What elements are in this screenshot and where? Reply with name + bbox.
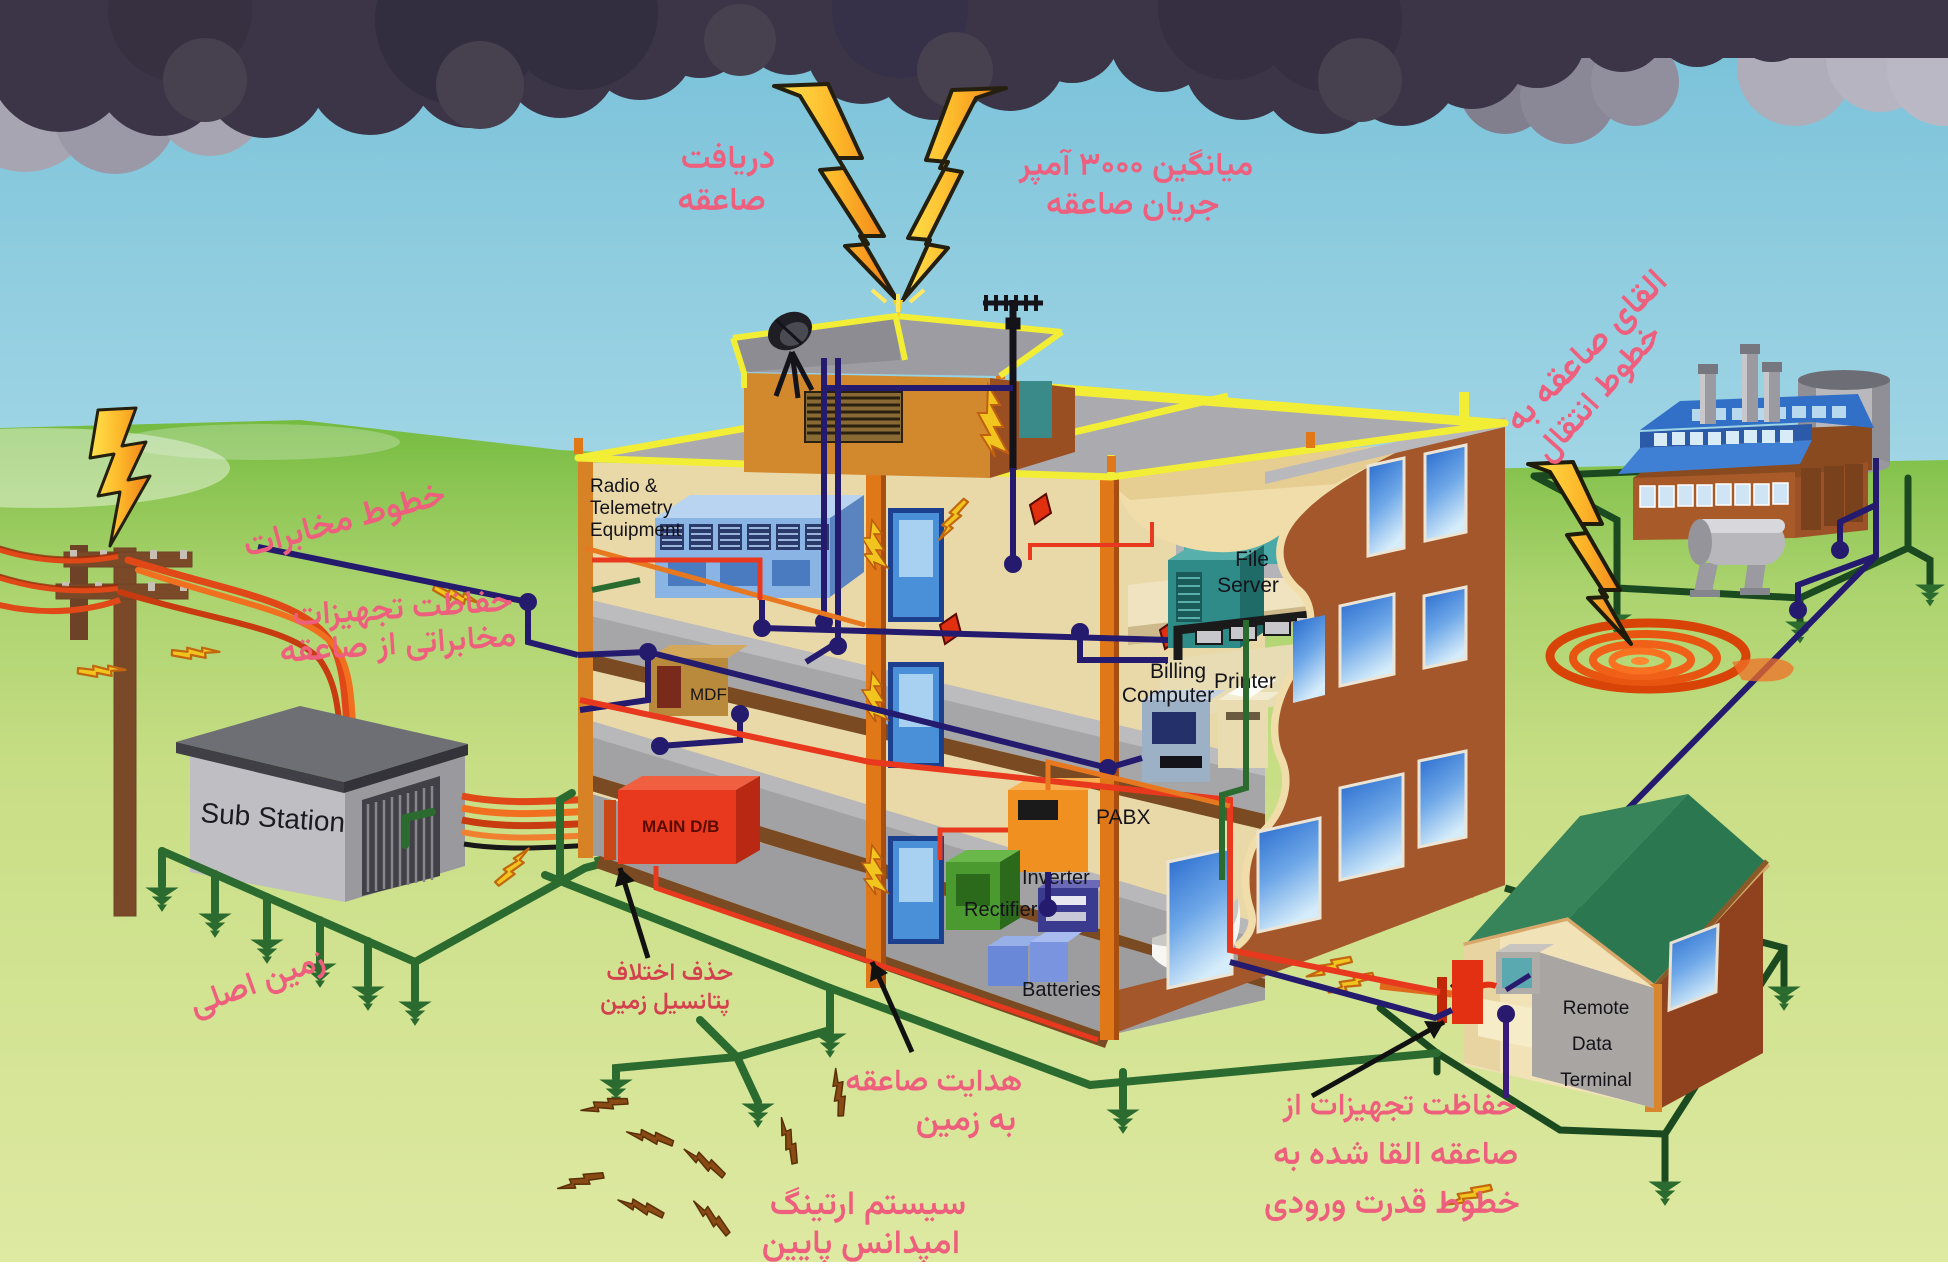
svg-text:Rectifier: Rectifier bbox=[964, 899, 1038, 921]
svg-text:PABX: PABX bbox=[1096, 806, 1150, 829]
svg-text:Data: Data bbox=[1572, 1034, 1613, 1055]
svg-text:Inverter: Inverter bbox=[1022, 867, 1090, 889]
svg-text:Terminal: Terminal bbox=[1560, 1070, 1632, 1091]
svg-text:Server: Server bbox=[1217, 574, 1279, 597]
svg-text:Telemetry: Telemetry bbox=[590, 498, 673, 519]
svg-text:Billing: Billing bbox=[1150, 660, 1206, 683]
svg-text:MDF: MDF bbox=[690, 685, 727, 704]
svg-text:Batteries: Batteries bbox=[1022, 979, 1101, 1001]
svg-text:File: File bbox=[1235, 548, 1269, 571]
svg-text:MAIN D/B: MAIN D/B bbox=[642, 817, 719, 836]
svg-text:Radio &: Radio & bbox=[590, 476, 658, 497]
svg-text:Computer: Computer bbox=[1122, 684, 1214, 707]
svg-text:Equipment: Equipment bbox=[590, 520, 682, 541]
svg-text:Remote: Remote bbox=[1563, 998, 1630, 1019]
